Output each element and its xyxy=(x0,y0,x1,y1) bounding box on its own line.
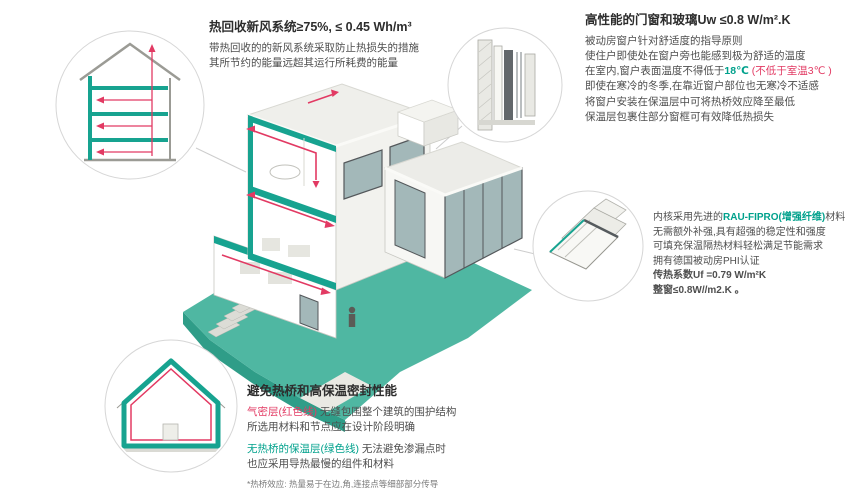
airtight-layer-text: 无缝包围整个建筑的围护结构 xyxy=(317,405,457,418)
windows-line-2: 使住户即使处在窗户旁也能感到极为舒适的温度 xyxy=(585,49,806,62)
walkway xyxy=(300,372,372,412)
thermal-envelope-detail-illustration xyxy=(104,339,238,473)
ventilation-detail-illustration xyxy=(55,30,205,180)
windows-temp-note: (不低于室温3℃ ) xyxy=(748,65,832,78)
front-door-glass xyxy=(299,294,319,331)
profile-line-4: 拥有德国被动房PHI认证 xyxy=(653,255,760,267)
person-figure xyxy=(348,306,356,327)
windows-title: 高性能的门窗和玻璃Uw ≤0.8 W/m².K xyxy=(585,13,791,27)
heat-recovery-line-2: 其所节约的能量远超其运行所耗费的能量 xyxy=(209,56,398,69)
windows-line-4: 即使在寒冷的冬季,在靠近窗户部位也无寒冷不适感 xyxy=(585,80,819,93)
airtight-layer-label: 气密层(红色线) xyxy=(247,405,317,418)
uf-value: 传热系数Uf =0.79 W/m²K xyxy=(653,270,767,281)
windows-line-3: 在室内,窗户表面温度不得低于18℃ (不低于室温3℃ ) xyxy=(585,64,860,79)
profile-line-1-pre: 内核采用先进的 xyxy=(653,212,723,223)
profile-material-section: 内核采用先进的RAU-FIPRO(增强纤维)材料 无需额外补强,具有超强的稳定性… xyxy=(653,211,863,298)
windows-temp-value: 18℃ xyxy=(724,65,749,78)
profile-line-1: 内核采用先进的RAU-FIPRO(增强纤维)材料 xyxy=(653,211,863,226)
roof-bulkhead xyxy=(396,99,460,147)
bathtub xyxy=(269,164,301,180)
insulation-line-1: 无热桥的保温层(绿色线) 无法避免渗漏点时 xyxy=(247,442,527,457)
windows-line-5: 将窗户安装在保温层中可将热桥效应降至最低 xyxy=(585,95,795,108)
heat-recovery-title: 热回收新风系统≥75%, ≤ 0.45 Wh/m³ xyxy=(209,20,412,34)
insulation-layer-label: 无热桥的保温层(绿色线) xyxy=(247,443,359,456)
thermal-bridge-title: 避免热桥和高保温密封性能 xyxy=(247,384,398,398)
airtight-line-1: 气密层(红色线) 无缝包围整个建筑的围护结构 xyxy=(247,405,527,420)
windows-section: 高性能的门窗和玻璃Uw ≤0.8 W/m².K 被动房窗户针对舒适度的指导原则 … xyxy=(585,13,860,125)
windows-line-6: 保温层包裹住部分窗框可有效降低热损失 xyxy=(585,110,774,123)
profile-line-1-end: 材料 xyxy=(825,212,846,223)
insulation-line-2: 也应采用导热最慢的组件和材料 xyxy=(247,458,394,471)
glass-wing xyxy=(383,141,524,279)
windows-line-3-pre: 在室内,窗户表面温度不得低于 xyxy=(585,65,725,78)
rau-fipro-label: RAU-FIPRO(增强纤维) xyxy=(723,212,826,223)
windows-line-1: 被动房窗户针对舒适度的指导原则 xyxy=(585,34,743,47)
profile-line-3: 可填充保温隔热材料轻松满足节能需求 xyxy=(653,241,823,252)
window-profile-illustration xyxy=(532,190,644,302)
profile-line-2: 无需额外补强,具有超强的稳定性和强度 xyxy=(653,226,826,238)
house-cutaway xyxy=(213,83,524,339)
window-section-detail-illustration xyxy=(447,27,563,143)
insulation-cut-bands xyxy=(248,115,336,290)
thermal-bridge-section: 避免热桥和高保温密封性能 气密层(红色线) 无缝包围整个建筑的围护结构 所选用材… xyxy=(247,384,527,490)
insulation-layer-text: 无法避免渗漏点时 xyxy=(359,443,446,456)
heat-recovery-section: 热回收新风系统≥75%, ≤ 0.45 Wh/m³ 带热回收的的新风系统采取防止… xyxy=(209,20,439,71)
airtight-line-2: 所选用材料和节点应在设计阶段明确 xyxy=(247,420,415,433)
thermal-bridge-footnote: *热桥效应: 热量易于在边,角,连接点等细部部分传导 xyxy=(247,478,439,489)
uw-value: 整窗≤0.8W//m2.K 。 xyxy=(653,284,745,296)
ventilation-ducts xyxy=(246,89,339,228)
heat-recovery-line-1: 带热回收的的新风系统采取防止热损失的措施 xyxy=(209,41,419,54)
